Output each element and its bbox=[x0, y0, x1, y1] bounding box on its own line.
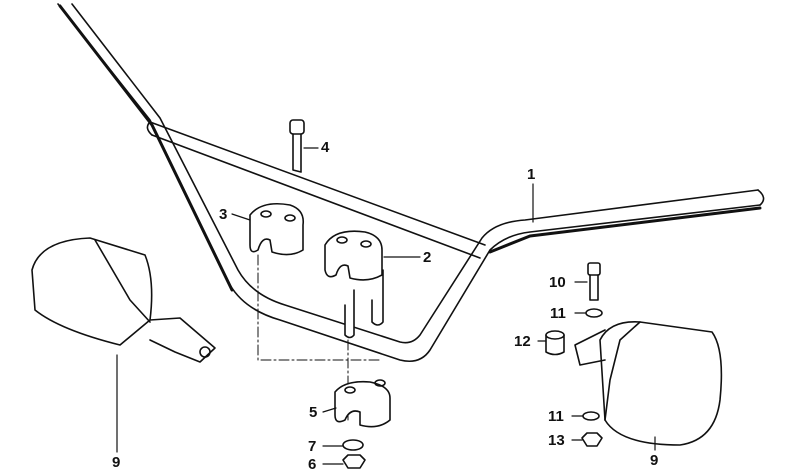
handlebar bbox=[57, 3, 765, 363]
clamp-upper-left bbox=[249, 202, 305, 256]
callout-7: 7 bbox=[308, 438, 317, 455]
bolt-4 bbox=[289, 119, 305, 173]
callout-11-lower: 11 bbox=[548, 408, 564, 425]
callout-6: 6 bbox=[308, 456, 317, 473]
callout-5: 5 bbox=[309, 404, 318, 421]
callout-11-upper: 11 bbox=[550, 305, 566, 322]
clamp-lower bbox=[334, 379, 391, 469]
callout-13: 13 bbox=[548, 432, 565, 449]
callout-10: 10 bbox=[549, 274, 566, 291]
callout-3: 3 bbox=[219, 206, 228, 223]
callout-1: 1 bbox=[527, 166, 536, 183]
callout-9-left: 9 bbox=[112, 454, 121, 471]
hand-guard-right bbox=[574, 321, 723, 446]
leader-lines bbox=[116, 147, 656, 465]
callout-2: 2 bbox=[423, 249, 432, 266]
hand-guard-left bbox=[31, 237, 216, 363]
callout-12: 12 bbox=[514, 333, 531, 350]
callout-9-right: 9 bbox=[650, 452, 659, 469]
clamp-upper-right bbox=[324, 230, 384, 339]
callout-4: 4 bbox=[321, 139, 330, 156]
